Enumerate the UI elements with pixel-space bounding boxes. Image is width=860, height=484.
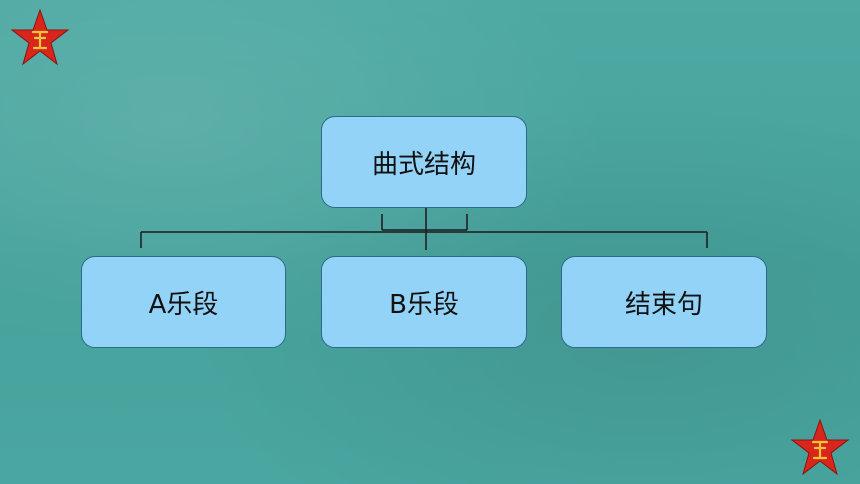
child-node-ending: 结束句 xyxy=(561,256,767,348)
child-node-label: B乐段 xyxy=(389,289,459,320)
root-node: 曲式结构 xyxy=(321,116,527,208)
child-node-label: A乐段 xyxy=(148,289,219,320)
child-node-b-section: B乐段 xyxy=(321,256,527,348)
army-star-icon xyxy=(790,418,850,476)
child-node-a-section: A乐段 xyxy=(81,256,286,348)
root-node-label: 曲式结构 xyxy=(371,149,476,180)
army-star-icon xyxy=(10,8,70,66)
child-node-label: 结束句 xyxy=(624,289,703,320)
